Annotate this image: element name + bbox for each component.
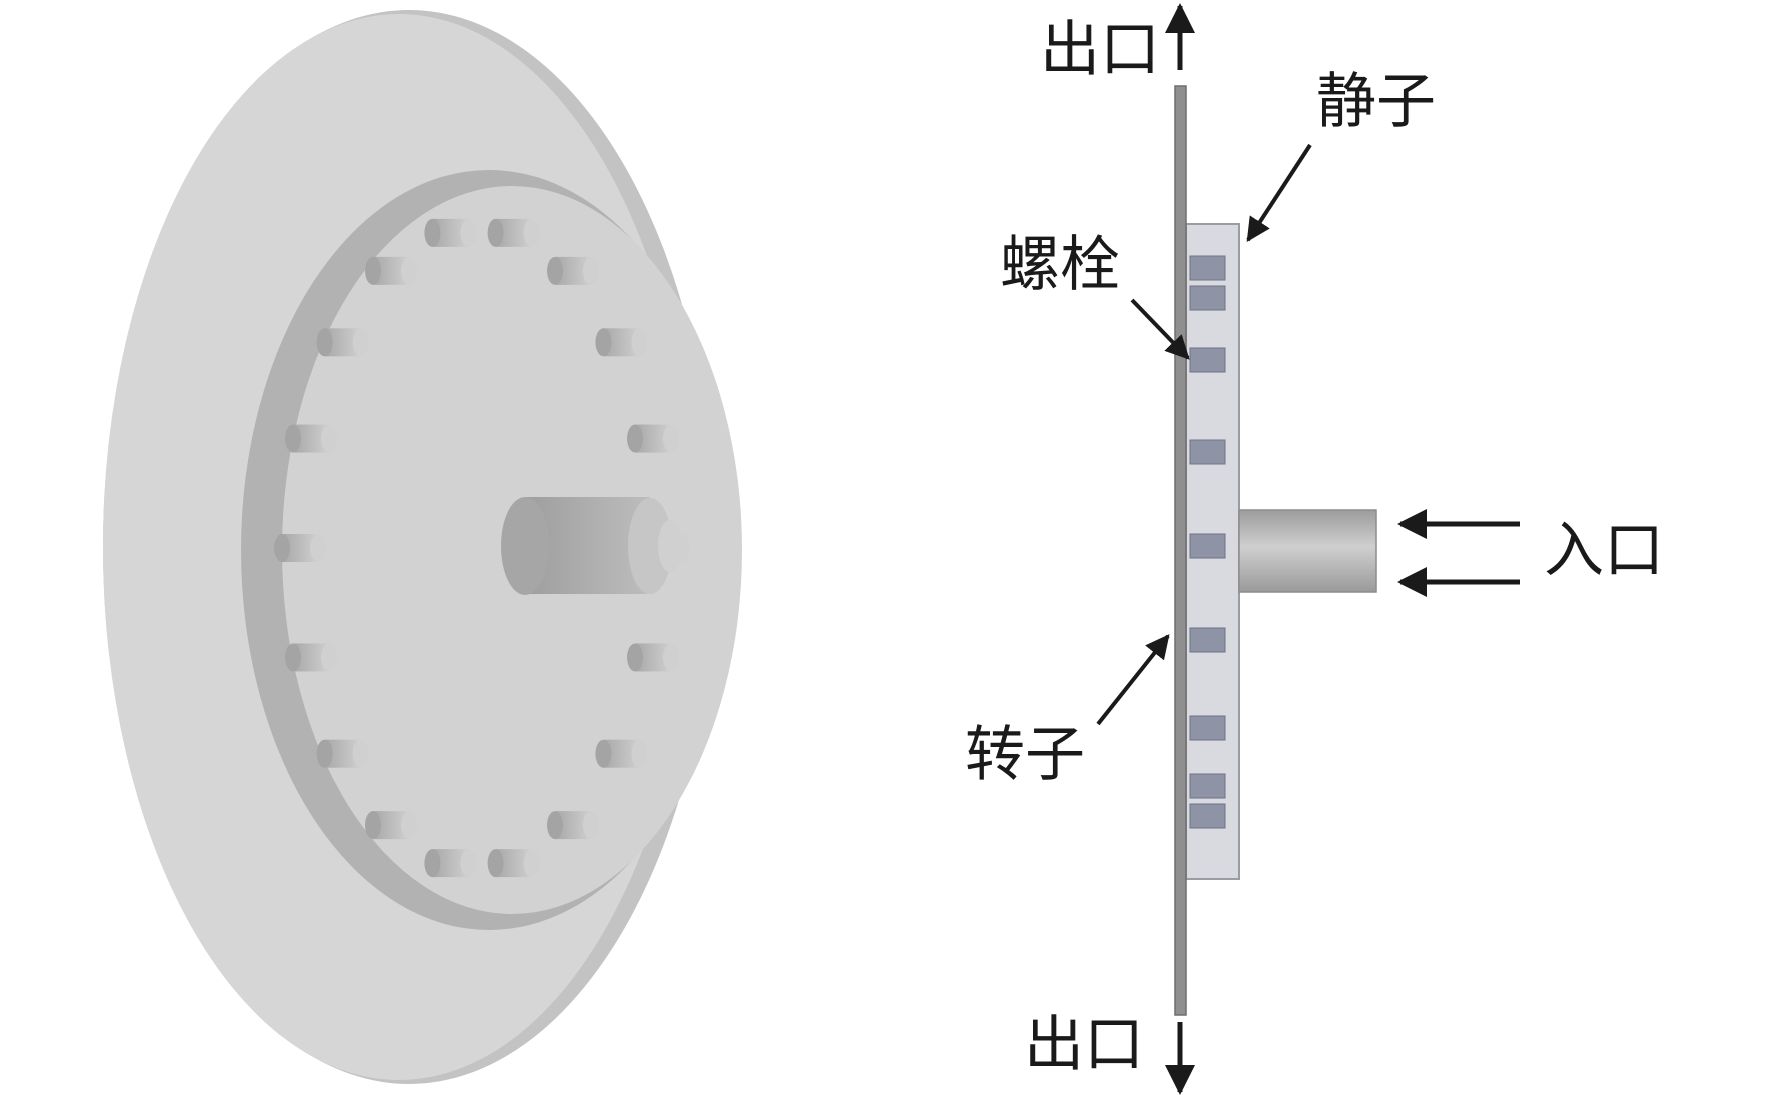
bolt-side [1189,347,1226,373]
bolt-side [1189,803,1226,829]
stator-leader-arrow [1246,143,1312,243]
bolt-group-side [1189,255,1226,829]
bolt-3d [595,739,648,768]
bolt-3d [487,218,540,247]
inlet-label: 入口 [1544,516,1664,586]
bolt-3d [284,424,337,453]
bolt-leader-arrow [1130,298,1190,360]
bolt-side [1189,533,1226,559]
bolt-side [1189,285,1226,311]
bolt-3d [274,534,326,562]
shaft-3d [501,497,682,595]
bolt-side [1189,773,1226,799]
rotor-plate [1174,85,1187,1016]
bolt-side [1189,439,1226,465]
bolt-3d [547,811,599,840]
bolt-label: 螺栓 [1000,230,1120,300]
bolt-3d [316,328,369,357]
bolt-3d [365,256,417,285]
bolt-3d [424,218,477,247]
bolt-group-3d [274,218,690,878]
rotor-leader-arrow [1096,634,1170,726]
outlet-top-label: 出口 [1040,15,1160,85]
bolt-3d [365,811,417,840]
side-view: 出口 静子 螺栓 入口 转子 出口 [965,3,1664,1095]
bolt-3d [627,643,680,672]
rotor-label: 转子 [965,720,1085,790]
bolt-side [1189,255,1226,281]
bolt-3d [316,739,369,768]
stator-label: 静子 [1316,67,1436,137]
bolt-3d [627,424,680,453]
bolt-3d [424,849,477,878]
outlet-bottom-label: 出口 [1024,1010,1144,1080]
bolt-3d [595,328,648,357]
bolt-3d [284,643,337,672]
bolt-3d [487,849,540,878]
disk-3d-view [103,10,742,1084]
bolt-side [1189,627,1226,653]
inlet-shaft [1238,509,1377,593]
bolt-side [1189,715,1226,741]
bolt-3d [547,256,599,285]
